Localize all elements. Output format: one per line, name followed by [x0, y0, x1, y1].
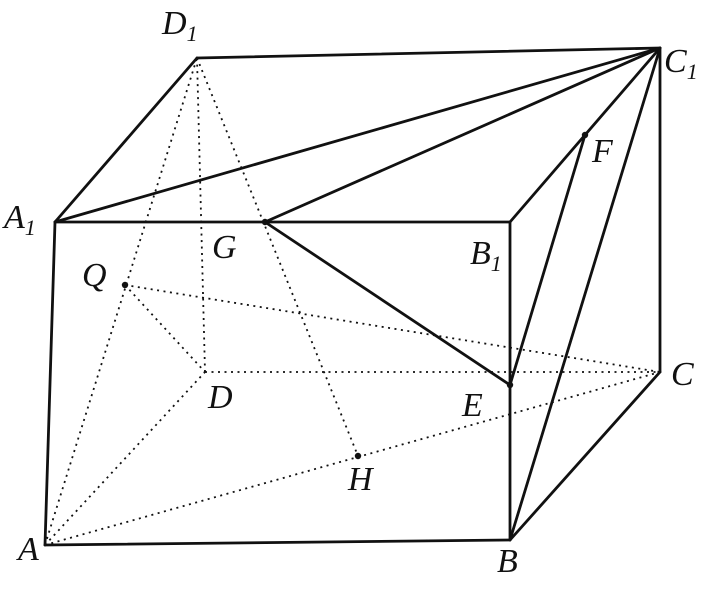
vertex-label-A1: A1 — [2, 199, 36, 240]
vertex-label-F: F — [591, 133, 614, 170]
solid-segment-D1-A1 — [53, 56, 199, 224]
point-dot-F — [581, 131, 589, 139]
dashed-segment-A-C — [44, 371, 661, 546]
vertex-label-A: A — [16, 531, 39, 568]
dashed-segment-D1-H — [196, 57, 359, 457]
vertex-label-G: G — [212, 229, 237, 266]
solid-segment-C1-D1 — [195, 46, 662, 60]
vertex-label-Q: Q — [82, 257, 107, 294]
vertex-label-H: H — [347, 461, 375, 498]
point-dot-G — [261, 218, 269, 226]
solid-segment-B-C1 — [508, 46, 662, 542]
solid-segment-A1-C1 — [53, 46, 662, 224]
solid-segment-G-E — [263, 220, 512, 387]
dashed-segment-A-D — [44, 371, 206, 546]
vertex-label-B: B — [497, 543, 518, 580]
vertex-label-B1: B1 — [470, 235, 502, 276]
dashed-segment-A-D1 — [44, 57, 198, 546]
solid-segment-E-F — [508, 133, 587, 387]
vertex-label-D: D — [207, 379, 233, 416]
dashed-segment-D-D1 — [196, 57, 206, 373]
point-dot-E — [506, 381, 514, 389]
vertex-label-E: E — [461, 387, 483, 424]
solid-segment-A-B — [43, 538, 512, 547]
solid-segment-G-C1 — [263, 46, 662, 224]
vertex-label-D1: D1 — [161, 5, 198, 46]
point-dot-Q — [121, 281, 129, 289]
solid-segment-A-A1 — [43, 220, 57, 547]
vertex-label-C1: C1 — [664, 43, 698, 84]
dashed-segment-Q-D — [124, 284, 206, 373]
point-dot-H — [354, 452, 362, 460]
solid-segment-B-C — [508, 370, 662, 542]
vertex-label-C: C — [671, 356, 694, 393]
